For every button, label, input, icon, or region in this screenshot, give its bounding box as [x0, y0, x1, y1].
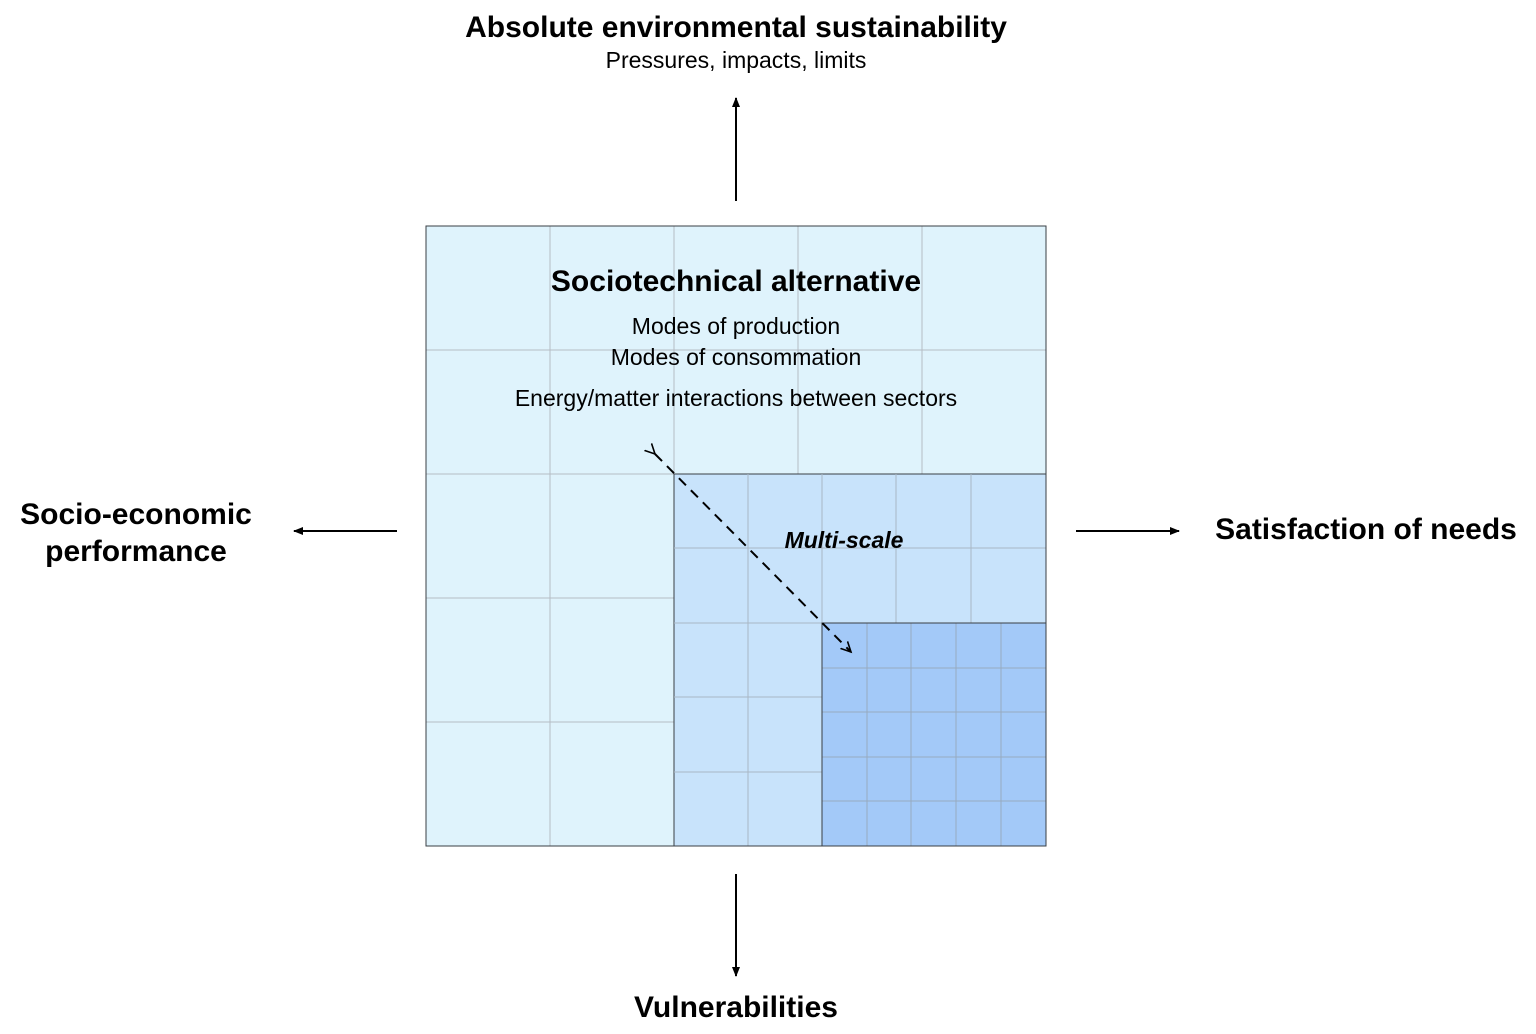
left-label-line2: performance [45, 535, 227, 568]
center-line-interactions: Energy/matter interactions between secto… [514, 385, 958, 411]
bottom-label: Vulnerabilities [634, 991, 838, 1024]
outer-grid [426, 226, 1046, 846]
multi-scale-label: Multi-scale [784, 527, 904, 553]
top-title: Absolute environmental sustainability [465, 11, 1007, 44]
left-label: Socio-economic performance [6, 496, 266, 570]
inner-grid [822, 623, 1046, 846]
top-subtitle: Pressures, impacts, limits [605, 47, 867, 73]
right-label: Satisfaction of needs [1215, 513, 1517, 546]
center-line-production: Modes of production [631, 313, 841, 339]
center-title: Sociotechnical alternative [550, 265, 922, 298]
multi-scale-arrow [655, 454, 851, 652]
left-label-line1: Socio-economic [20, 498, 252, 531]
inner-square [821, 622, 1047, 847]
inner-square-fill [821, 622, 1047, 847]
center-line-consommation: Modes of consommation [610, 344, 862, 370]
